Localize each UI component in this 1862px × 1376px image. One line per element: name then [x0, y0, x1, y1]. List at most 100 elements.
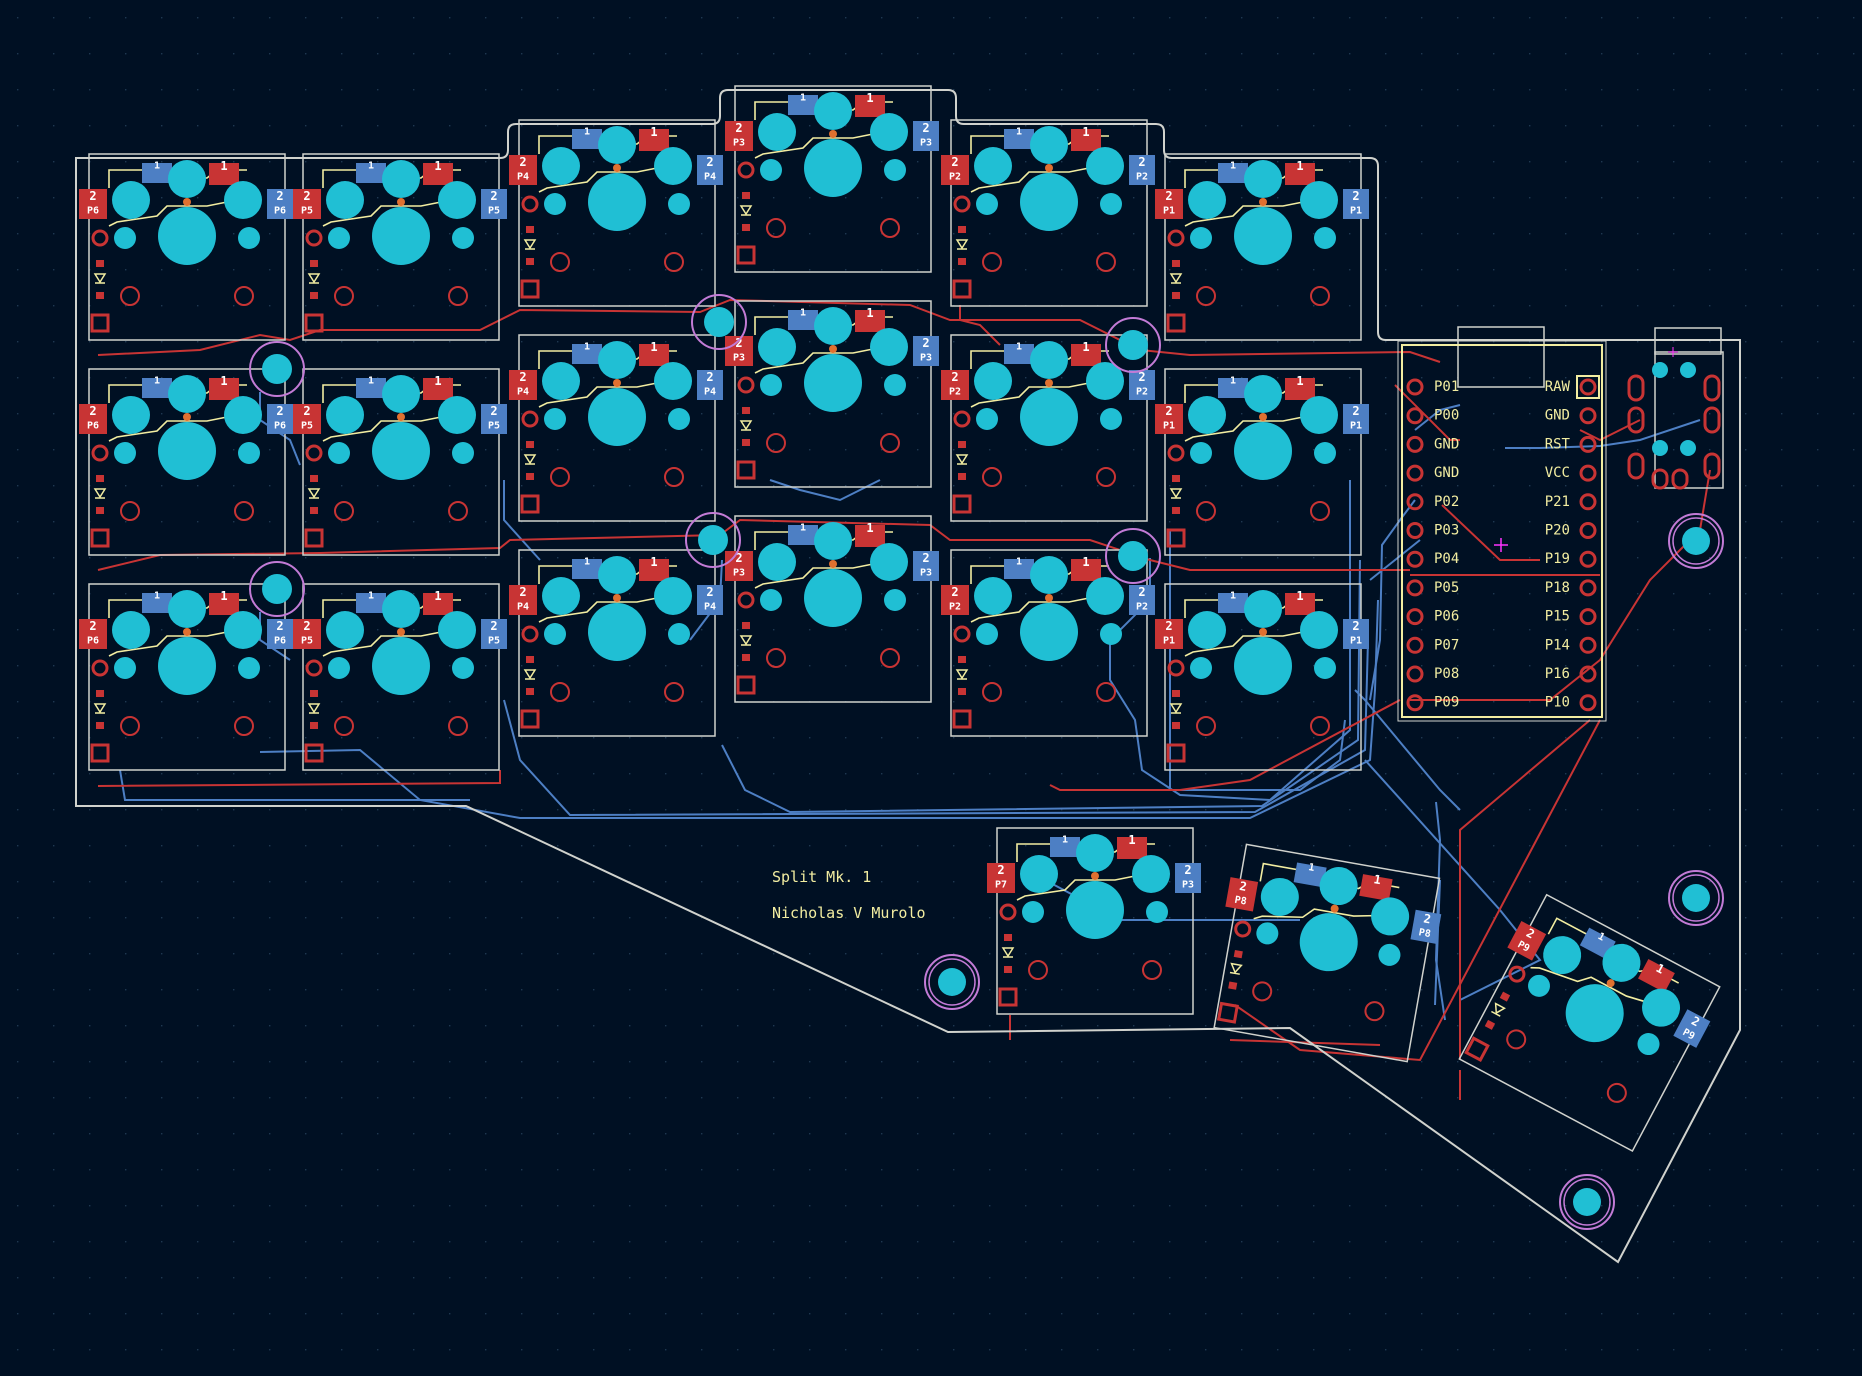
diode-icon	[1229, 962, 1243, 975]
mcu-pin-pad	[1579, 493, 1597, 511]
trrs-connector-footprint[interactable]	[1627, 327, 1724, 490]
top-pad-back	[1004, 344, 1034, 364]
center-pad	[829, 560, 837, 568]
top-pad-front	[423, 163, 453, 185]
right-pad	[697, 585, 723, 615]
diode-pad	[958, 656, 966, 663]
switch-outline	[1213, 843, 1441, 1063]
contact-hole	[542, 362, 580, 400]
microcontroller-footprint[interactable]: P01P00GNDGNDP02P03P04P05P06P07P08P09RAWG…	[1397, 326, 1607, 722]
top-pad-back	[788, 525, 818, 545]
plate-hole	[760, 159, 782, 181]
mcu-pin-label: P07	[1434, 637, 1459, 653]
contact-hole	[1086, 147, 1124, 185]
contact-hole	[326, 396, 364, 434]
diode-pad	[96, 690, 104, 697]
top-pad-back	[788, 310, 818, 330]
top-pad-back	[356, 163, 386, 183]
center-post-hole	[1299, 913, 1358, 972]
pad-number: 1	[1016, 342, 1022, 353]
board-author: Nicholas V Murolo	[772, 904, 926, 922]
led-ring	[1252, 981, 1273, 1002]
led-ring	[234, 716, 254, 736]
pin-label: P1	[1350, 421, 1362, 432]
contact-hole	[326, 181, 364, 219]
diode-square-pad	[998, 987, 1018, 1007]
pad-number: 1	[866, 521, 873, 535]
diode-pad	[1172, 690, 1180, 697]
mcu-pin-label: P18	[1545, 580, 1570, 596]
pad-number: 2	[276, 189, 283, 203]
diode-pad	[958, 258, 966, 265]
pad-number: 2	[519, 370, 526, 384]
diode-via	[1234, 920, 1252, 938]
pad-number: 1	[368, 161, 374, 172]
switch-outline	[996, 827, 1194, 1015]
contact-hole	[1030, 341, 1068, 379]
switch-outline	[1164, 583, 1362, 771]
plate-hole	[1314, 442, 1336, 464]
diode-pad	[310, 722, 318, 729]
pad-number: 1	[154, 376, 160, 387]
pad-number: 2	[490, 189, 497, 203]
drc-marker-icon[interactable]	[1494, 538, 1508, 552]
diode-pad	[1484, 1019, 1496, 1030]
left-pad	[79, 404, 107, 434]
contact-hole	[1244, 160, 1282, 198]
led-ring	[120, 501, 140, 521]
contact-hole	[598, 556, 636, 594]
pad-number: 1	[368, 376, 374, 387]
switch-outline	[88, 583, 286, 771]
contact-hole	[168, 590, 206, 628]
pad-number: 2	[922, 336, 929, 350]
led-ring	[448, 286, 468, 306]
left-pad	[509, 585, 537, 615]
led-ring	[550, 252, 570, 272]
center-post-hole	[158, 422, 216, 480]
pad-number: 1	[220, 159, 227, 173]
center-pad	[613, 594, 621, 602]
connector-hole	[1680, 362, 1696, 378]
pad-number: 2	[490, 404, 497, 418]
diode-square-pad	[90, 313, 110, 333]
mcu-courtyard	[1397, 340, 1607, 722]
mounting-holes	[924, 513, 1724, 1230]
contact-hole	[168, 375, 206, 413]
mcu-pin-pad	[1579, 636, 1597, 654]
mounting-hole-inner-ring	[1672, 874, 1720, 922]
mcu-pin-pad	[1579, 464, 1597, 482]
mcu-pin-pad	[1406, 579, 1424, 597]
center-post-hole	[1020, 603, 1078, 661]
pin-label: P6	[87, 206, 99, 217]
plate-hole	[114, 657, 136, 679]
mounting-hole-ring	[1668, 870, 1724, 926]
pin-label: P1	[1163, 206, 1175, 217]
left-pad	[941, 370, 969, 400]
top-pad-back	[572, 559, 602, 579]
center-post-hole	[158, 207, 216, 265]
mcu-pin-pad	[1406, 665, 1424, 683]
mounting-hole-ring	[1559, 1174, 1615, 1230]
